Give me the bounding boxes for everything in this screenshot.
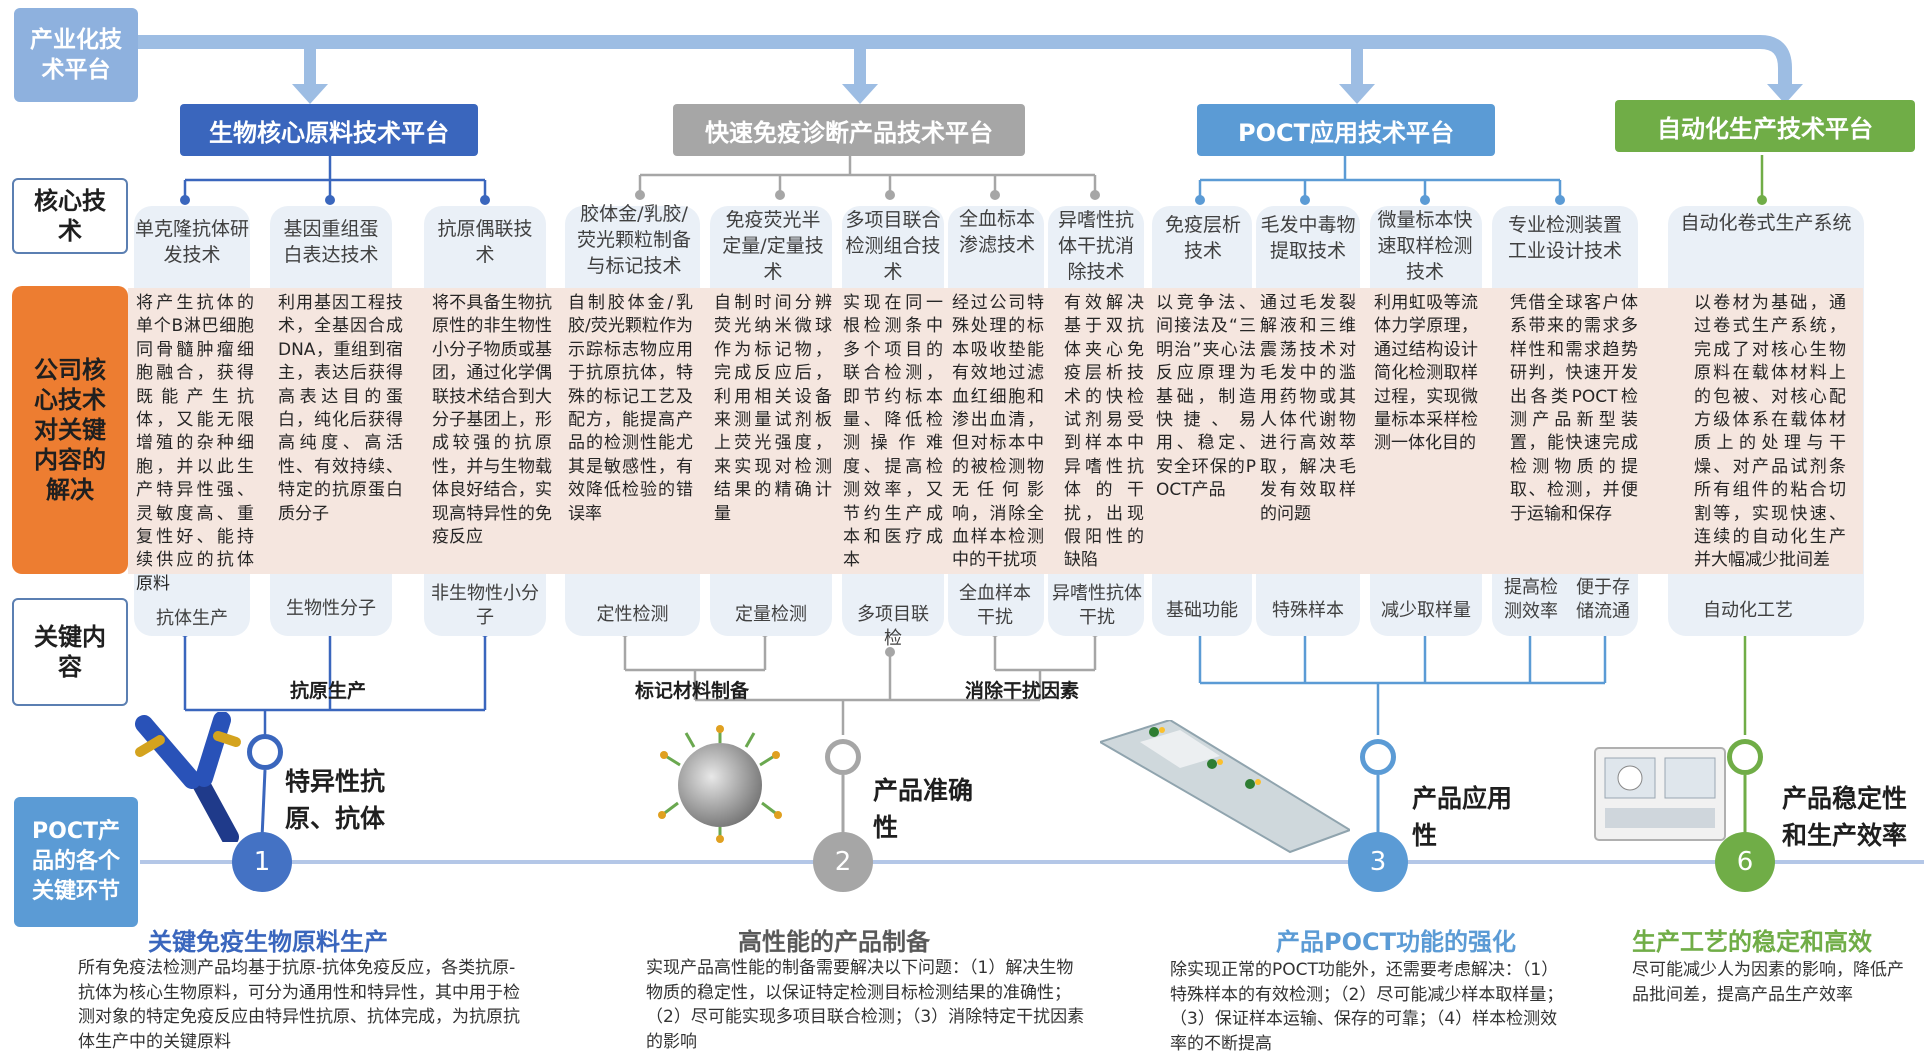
tech-industrial-design: 专业检测装置工业设计技术 [1507, 214, 1622, 262]
tech-immunochromatography: 免疫层析技术 [1164, 214, 1241, 262]
platform-bio-raw-materials: 生物核心原料技术平台 [180, 104, 478, 156]
desc-roll-production: 以卷材为基础，通过卷式生产系统，完成了对核心生物原料在载体材料上的包被、对核心配… [1694, 293, 1846, 571]
section-text-3: 除实现正常的POCT功能外，还需要考虑解决：（1）特殊样本的有效检测；（2）尽可… [1170, 960, 1564, 1054]
desc-monoclonal-antibody: 将产生抗体的单个B淋巴细胞同骨髓肿瘤细胞融合，获得既能产生抗体，又能无限增殖的杂… [136, 293, 254, 594]
platform-rapid-immuno: 快速免疫诊断产品技术平台 [673, 104, 1025, 156]
stage-number-3: 3 [1348, 832, 1408, 892]
platform-arrows [292, 84, 1803, 104]
key-improve-efficiency: 提高检测效率 [1504, 577, 1558, 622]
desc-antigen-coupling: 将不具备生物抗原性的非生物性小分子物质或基团，通过化学偶联技术结合到大分子基团上… [432, 293, 552, 548]
test-strip-illustration [1100, 720, 1350, 854]
key-whole-blood-interference: 全血样本干扰 [959, 583, 1031, 628]
tech-whole-blood-filtration: 全血标本渗滤技术 [958, 208, 1035, 256]
solutions-side-label: 公司核心技术对关键内容的解决 [12, 286, 128, 574]
key-antibody-production: 抗体生产 [156, 608, 228, 629]
tech-hair-toxin-extraction: 毛发中毒物提取技术 [1260, 214, 1356, 262]
key-reduce-sample-volume: 减少取样量 [1381, 600, 1471, 621]
poct-side-label: POCT产品的各个关键环节 [14, 797, 138, 927]
desc-recombinant-protein: 利用基因工程技术，全基因合成DNA，重组到宿主，表达后获得高表达目的蛋白，纯化后… [278, 293, 403, 524]
key-special-sample: 特殊样本 [1272, 600, 1344, 621]
tech-antigen-coupling: 抗原偶联技术 [437, 218, 533, 266]
desc-micro-sampling: 利用虹吸等流体力学原理，通过结构设计简化检测取样过程，实现微量标本采样检测一体化… [1374, 293, 1478, 454]
stage-number-6: 6 [1715, 832, 1775, 892]
production-machine-illustration [1594, 747, 1726, 841]
key-non-biological-small-molecule: 非生物性小分子 [431, 583, 539, 628]
key-qualitative-detection: 定性检测 [596, 604, 669, 625]
desc-multi-item-detection: 实现在同一根检测条中多个项目的联合检测，即节约标本量、降低检测操作难度、提高检测… [843, 293, 943, 571]
desc-heterophilic-antibody: 有效解决基于双抗体夹心免疫层析技术的快检试剂易受到样本中异嗜性抗体的干扰，出现假… [1064, 293, 1144, 571]
nanoparticle-illustration [658, 725, 782, 843]
platform-arc-line [138, 35, 1792, 88]
platform-automation: 自动化生产技术平台 [1615, 100, 1915, 152]
key-quantitative-detection: 定量检测 [735, 604, 807, 625]
section-title-6: 生产工艺的稳定和高效 [1632, 928, 1872, 956]
section-title-1: 关键免疫生物原料生产 [148, 928, 388, 956]
ring-stage-1 [247, 734, 283, 770]
stage-title-3: 产品应用性 [1412, 784, 1513, 850]
section-text-6: 尽可能减少人为因素的影响，降低产品批间差，提高产品生产效率 [1632, 960, 1904, 1005]
key-biological-molecule: 生物性分子 [286, 598, 376, 619]
tech-multi-item-detection: 多项目联合检测组合技术 [845, 209, 941, 283]
tech-recombinant-protein: 基因重组蛋白表达技术 [283, 218, 379, 266]
antibody-illustration [135, 712, 241, 842]
tech-heterophilic-antibody: 异嗜性抗体干扰消除技术 [1057, 209, 1134, 283]
section-text-2: 实现产品高性能的制备需要解决以下问题：（1）解决生物物质的稳定性，以保证特定检测… [646, 958, 1085, 1052]
key-automated-process: 自动化工艺 [1703, 600, 1793, 621]
caption-eliminate-interference: 消除干扰因素 [965, 680, 1080, 702]
ring-stage-2 [825, 739, 861, 775]
stage-title-1: 特异性抗原、抗体 [285, 767, 386, 833]
stage-title-2: 产品准确性 [873, 776, 974, 842]
key-storage-circulation: 便于存储流通 [1576, 577, 1630, 622]
desc-immunofluorescence: 自制时间分辨荧光纳米微球作为标记物，完成反应后，利用相关设备来测量试剂板上荧光强… [714, 293, 832, 524]
section-title-3: 产品POCT功能的强化 [1276, 928, 1516, 956]
tech-roll-production: 自动化卷式生产系统 [1680, 212, 1852, 234]
desc-hair-toxin-extraction: 通过毛发裂解液和三维震荡技术对毛发中的滥用药物或其人体代谢物进行高效萃取，解决毛… [1260, 293, 1356, 524]
tech-monoclonal-antibody: 单克隆抗体研发技术 [134, 218, 249, 266]
key-content-side-label: 关键内容 [12, 598, 128, 706]
ring-stage-3 [1360, 739, 1396, 775]
caption-marker-material: 标记材料制备 [635, 680, 750, 702]
platform-side-label: 产业化技术平台 [14, 8, 138, 102]
desc-whole-blood-filtration: 经过公司特殊处理的标本吸收垫能有效地过滤血红细胞和渗出血清，但对标本中的被检测物… [952, 293, 1044, 571]
stage-number-2: 2 [813, 832, 873, 892]
tech-micro-sampling: 微量标本快速取样检测技术 [1377, 209, 1473, 283]
key-basic-function: 基础功能 [1166, 600, 1238, 621]
section-title-2: 高性能的产品制备 [738, 928, 930, 956]
stage-number-1: 1 [232, 832, 292, 892]
key-heterophilic-interference: 异嗜性抗体干扰 [1052, 583, 1142, 628]
solution-band [128, 288, 1863, 574]
ring-stage-6 [1727, 739, 1763, 775]
desc-industrial-design: 凭借全球客户体系带来的需求多样性和需求趋势研判，快速开发出各类POCT检测产品新… [1510, 293, 1638, 524]
tech-colloidal-gold-labeling: 胶体金/乳胶/荧光颗粒制备与标记技术 [576, 203, 691, 277]
desc-colloidal-gold-labeling: 自制胶体金/乳胶/荧光颗粒作为示踪标志物应用于抗原抗体，特殊的标记工艺及配方，能… [568, 293, 693, 524]
stage-title-6: 产品稳定性和生产效率 [1782, 784, 1908, 850]
key-multi-item-joint-test: 多项目联检 [857, 604, 929, 649]
core-tech-side-label: 核心技术 [12, 178, 128, 254]
caption-antigen-production: 抗原生产 [290, 680, 367, 702]
desc-immunochromatography: 以竞争法、间接法及“三明治”夹心法反应原理为基础，制造快捷、易用、稳定、安全环保… [1156, 293, 1256, 501]
tech-immunofluorescence: 免疫荧光半定量/定量技术 [722, 209, 824, 283]
platform-poct-application: POCT应用技术平台 [1197, 104, 1495, 156]
section-text-1: 所有免疫法检测产品均基于抗原-抗体免疫反应，各类抗原-抗体为核心生物原料，可分为… [78, 958, 520, 1052]
